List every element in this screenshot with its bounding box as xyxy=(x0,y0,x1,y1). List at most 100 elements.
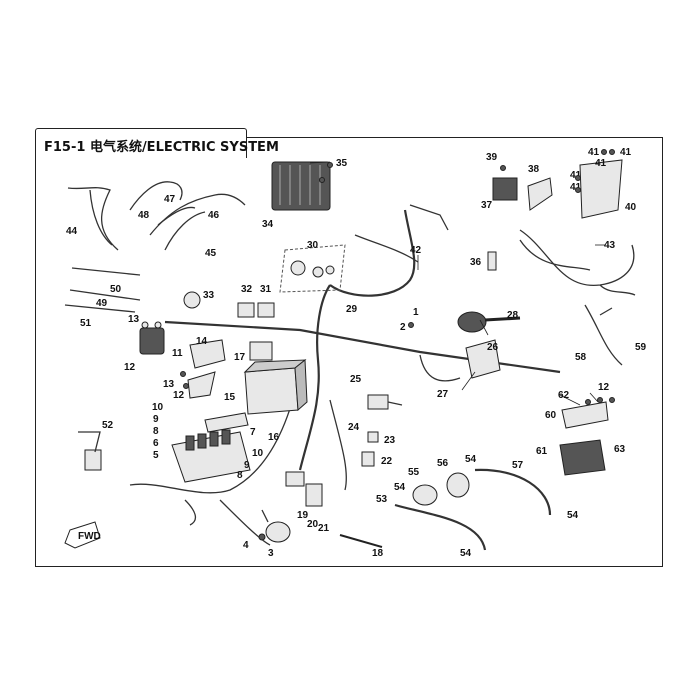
label-11: 11 xyxy=(172,348,183,359)
label-22: 22 xyxy=(381,456,393,467)
fuel-assembly xyxy=(394,468,552,551)
label-8-a: 8 xyxy=(153,426,159,437)
harness-44 xyxy=(67,187,119,251)
label-10-b: 10 xyxy=(252,448,264,459)
label-44: 44 xyxy=(66,226,78,237)
label-12-b: 12 xyxy=(173,390,185,401)
diagram-frame xyxy=(35,137,663,567)
label-25: 25 xyxy=(350,374,362,385)
harness-43 xyxy=(519,229,636,296)
label-54-a: 54 xyxy=(394,482,406,493)
connector-set-30 xyxy=(279,244,346,293)
label-21: 21 xyxy=(318,523,330,534)
sensor-36 xyxy=(487,251,497,271)
label-9-a: 9 xyxy=(153,414,159,425)
relay-32 xyxy=(237,302,255,318)
relay-31 xyxy=(257,302,275,318)
label-61: 61 xyxy=(536,446,548,457)
label-13-b: 13 xyxy=(163,379,175,390)
label-19: 19 xyxy=(297,510,309,521)
label-12-c: 12 xyxy=(598,382,610,393)
label-27: 27 xyxy=(437,389,449,400)
label-23: 23 xyxy=(384,435,396,446)
grommet-33 xyxy=(183,291,201,309)
fwd-arrow: FWD xyxy=(64,521,101,549)
label-3: 3 xyxy=(268,548,274,559)
label-14: 14 xyxy=(196,336,208,347)
label-62: 62 xyxy=(558,390,570,401)
part-labels: 1 2 3 4 5 6 8 9 10 7 10 9 8 11 12 13 14 … xyxy=(66,147,647,559)
label-54-d: 54 xyxy=(460,548,472,559)
sensor-24 xyxy=(367,394,389,410)
leader-lines xyxy=(309,161,605,406)
label-35: 35 xyxy=(336,158,348,169)
label-4: 4 xyxy=(243,540,249,551)
label-15: 15 xyxy=(224,392,236,403)
label-41-c: 41 xyxy=(595,158,607,169)
wire-52 xyxy=(78,431,101,453)
label-55: 55 xyxy=(408,467,420,478)
label-63: 63 xyxy=(614,444,626,455)
rectifier-61 xyxy=(559,401,609,476)
label-37: 37 xyxy=(481,200,493,211)
label-17: 17 xyxy=(234,352,246,363)
label-2: 2 xyxy=(400,322,406,333)
part-22 xyxy=(361,451,375,467)
label-56: 56 xyxy=(437,458,449,469)
label-60: 60 xyxy=(545,410,557,421)
label-8-b: 8 xyxy=(237,470,243,481)
label-24: 24 xyxy=(348,422,360,433)
label-47: 47 xyxy=(164,194,176,205)
label-7: 7 xyxy=(250,427,256,438)
label-43: 43 xyxy=(604,240,616,251)
label-52: 52 xyxy=(102,420,114,431)
module-26 xyxy=(465,339,501,379)
label-13-a: 13 xyxy=(128,314,140,325)
label-32: 32 xyxy=(241,284,253,295)
bolts xyxy=(180,149,615,405)
label-51: 51 xyxy=(80,318,92,329)
cable-49 xyxy=(69,289,141,301)
label-57: 57 xyxy=(512,460,524,471)
label-10-a: 10 xyxy=(152,402,164,413)
label-41-d: 41 xyxy=(570,170,582,181)
diagram-title: F15-1 电气系统/ELECTRIC SYSTEM xyxy=(44,140,279,155)
label-1: 1 xyxy=(413,307,419,318)
label-29: 29 xyxy=(346,304,358,315)
bracket-14 xyxy=(189,339,226,369)
fuse-box xyxy=(171,412,251,483)
wire-46 xyxy=(157,206,196,226)
label-38: 38 xyxy=(528,164,540,175)
cable-51 xyxy=(64,304,136,313)
label-33: 33 xyxy=(203,290,215,301)
fwd-label: FWD xyxy=(78,531,101,542)
label-54-b: 54 xyxy=(465,454,477,465)
harness-58 xyxy=(584,304,623,366)
bracket-38 xyxy=(527,177,553,211)
label-39: 39 xyxy=(486,152,498,163)
label-30: 30 xyxy=(307,240,319,251)
label-40: 40 xyxy=(625,202,637,213)
label-18: 18 xyxy=(372,548,384,559)
battery-16 xyxy=(243,358,308,415)
cable-50 xyxy=(71,267,141,276)
label-50: 50 xyxy=(110,284,122,295)
label-54-c: 54 xyxy=(567,510,579,521)
module-37 xyxy=(492,177,518,201)
label-9-b: 9 xyxy=(244,460,250,471)
title-tab xyxy=(35,128,247,158)
label-5: 5 xyxy=(153,450,159,461)
label-58: 58 xyxy=(575,352,587,363)
label-46: 46 xyxy=(208,210,220,221)
part-23 xyxy=(367,431,379,443)
label-45: 45 xyxy=(205,248,217,259)
wire-45 xyxy=(164,211,206,251)
bracket-15 xyxy=(187,371,216,399)
tie-18 xyxy=(339,534,383,548)
ecu-40 xyxy=(579,159,623,219)
label-53: 53 xyxy=(376,494,388,505)
horn-3 xyxy=(261,509,291,543)
label-20: 20 xyxy=(307,519,319,530)
label-42: 42 xyxy=(410,245,422,256)
